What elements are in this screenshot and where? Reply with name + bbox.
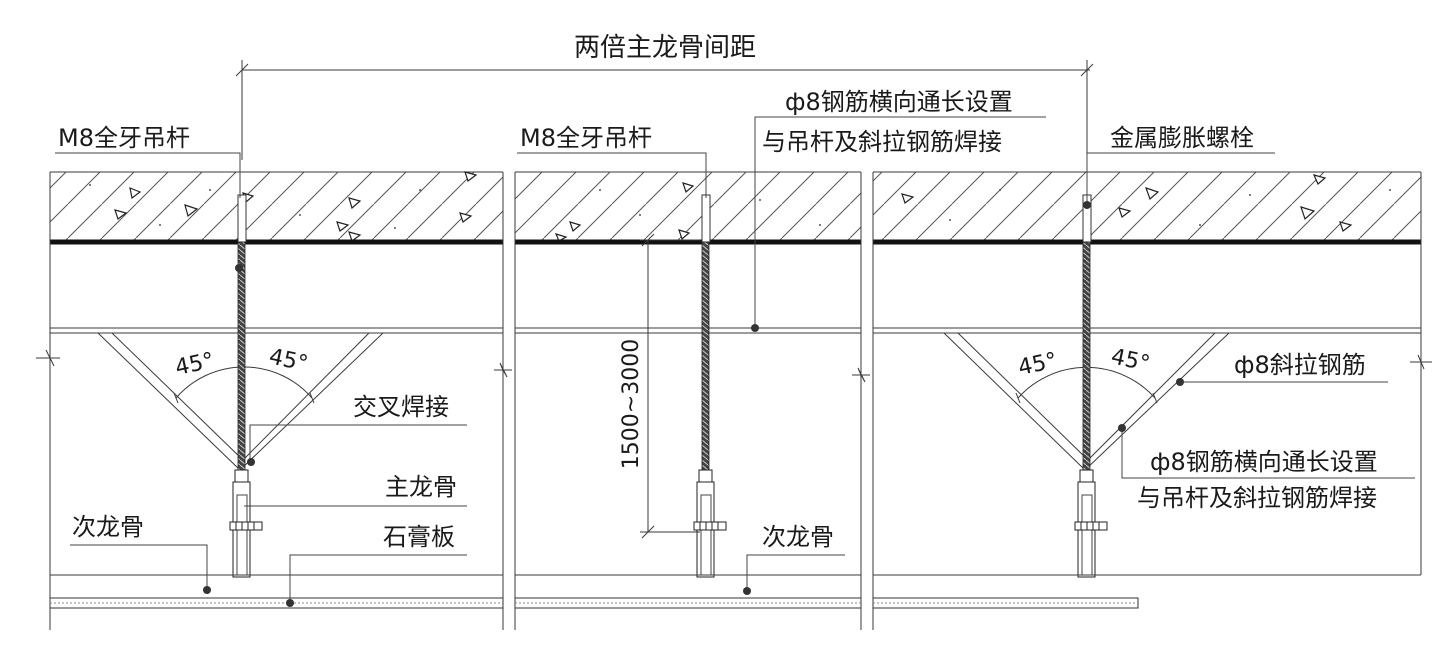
vertical-dimension: 1500~3000 [619,233,700,539]
hanger-rod-left [229,194,263,578]
label-secondary-keel-middle: 次龙骨 [762,523,834,551]
label-diagonal-rebar: ф8斜拉钢筋 [1234,351,1366,379]
label-angle-right-a: 45° [1016,348,1059,381]
label-secondary-keel-left: 次龙骨 [72,513,144,541]
concrete-slab [50,171,1421,245]
hanger-rod-right [1074,194,1108,578]
leader-lines [55,116,1415,603]
transverse-rebar [50,327,1421,334]
label-main-keel: 主龙骨 [385,473,457,501]
label-rod-middle: M8全牙吊杆 [520,124,652,152]
label-rebar-top-line1: ф8钢筋横向通长设置 [785,88,1013,116]
label-expansion-bolt: 金属膨胀螺栓 [1110,124,1254,152]
hanger-rod-middle [693,194,727,578]
annotation-labels: M8全牙吊杆 M8全牙吊杆 金属膨胀螺栓 ф8钢筋横向通长设置 与吊杆及斜拉钢筋… [58,88,1378,551]
spacing-dimension: 两倍主龙骨间距 [235,33,1094,160]
label-rebar-top-line2: 与吊杆及斜拉钢筋焊接 [762,128,1002,156]
leader-dots [203,201,1184,607]
label-rod-left: M8全牙吊杆 [58,124,190,152]
diagonal-rebar-right [943,332,1230,471]
label-cross-weld: 交叉焊接 [353,393,449,421]
secondary-keel-and-board [49,574,1421,609]
break-lines [36,172,1432,630]
drawing-title: 两倍主龙骨间距 [574,33,756,63]
label-rebar-right-line2: 与吊杆及斜拉钢筋焊接 [1137,484,1377,512]
label-rebar-right-line1: ф8钢筋横向通长设置 [1150,448,1378,476]
label-angle-left-a: 45° [173,348,216,381]
label-gypsum-board: 石膏板 [383,523,455,551]
spacing-dimension-label: 1500~3000 [619,339,644,469]
